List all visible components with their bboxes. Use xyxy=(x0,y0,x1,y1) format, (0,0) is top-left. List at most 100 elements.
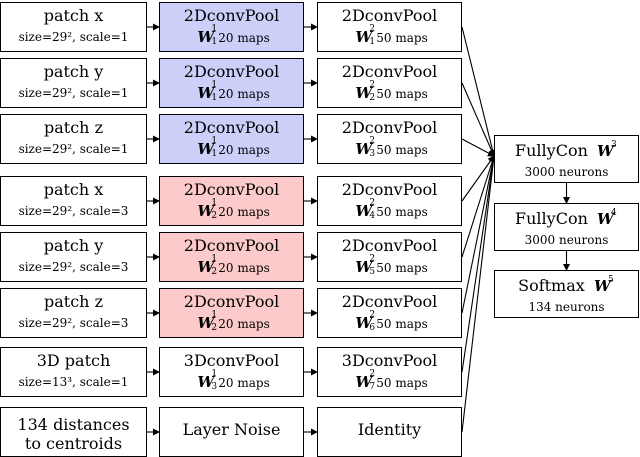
weight-superscript: 1 xyxy=(211,369,218,379)
input-detail: size=29², scale=3 xyxy=(18,260,129,274)
input-title: patch x xyxy=(43,180,104,199)
conv-layer-label: 2DconvPool xyxy=(183,62,280,81)
map-count: 20 maps xyxy=(218,317,270,331)
map-count: 20 maps xyxy=(218,205,270,219)
weight-subscript: 6 xyxy=(369,323,376,333)
conv-layer-label: 2DconvPool xyxy=(341,236,438,255)
weight-superscript: 5 xyxy=(607,275,614,285)
weight-subscript: 5 xyxy=(369,267,376,277)
weight-subscript: 3 xyxy=(211,382,218,392)
map-count: 50 maps xyxy=(376,261,428,275)
map-count: 20 maps xyxy=(218,261,270,275)
input-box: patch y size=29², scale=1 xyxy=(0,58,147,108)
input-detail: size=29², scale=1 xyxy=(18,86,129,100)
head-detail: 3000 neurons xyxy=(524,165,609,179)
identity-box: Identity xyxy=(317,407,462,457)
layer-noise-box: Layer Noise xyxy=(159,407,304,457)
arrow-identity-to-fullycon xyxy=(461,155,497,433)
map-count: 50 maps xyxy=(376,87,428,101)
input-title: patch x xyxy=(43,6,104,25)
arrow-conv2-to-fullycon xyxy=(461,138,495,157)
distances-line-2: to centroids xyxy=(24,434,123,453)
weight-subscript: 1 xyxy=(211,149,218,159)
weight-superscript: 1 xyxy=(211,254,218,264)
input-detail: size=13³, scale=1 xyxy=(18,375,129,389)
weight-superscript: 2 xyxy=(369,369,376,379)
input-detail: size=29², scale=1 xyxy=(18,30,129,44)
head-label: FullyCon xyxy=(515,141,588,160)
weight-subscript: 2 xyxy=(369,93,376,103)
arrow-conv2-to-fullycon xyxy=(461,26,496,157)
conv-layer-label: 2DconvPool xyxy=(183,118,280,137)
conv-layer-label: 3DconvPool xyxy=(341,351,438,370)
weight-superscript: 1 xyxy=(211,24,218,34)
weight-superscript: 1 xyxy=(211,80,218,90)
conv-layer-label: 2DconvPool xyxy=(341,6,438,25)
conv-layer-label: 2DconvPool xyxy=(183,180,280,199)
head-label: FullyCon xyxy=(515,209,588,228)
input-title: patch y xyxy=(43,236,104,255)
head-label: Softmax xyxy=(518,276,585,295)
map-count: 20 maps xyxy=(218,376,270,390)
weight-subscript: 1 xyxy=(211,37,218,47)
arrow-conv2-to-fullycon xyxy=(461,155,497,373)
input-title: patch z xyxy=(44,118,103,137)
conv-layer-label: 2DconvPool xyxy=(183,6,280,25)
head-detail: 134 neurons xyxy=(528,300,605,314)
weight-superscript: 4 xyxy=(611,208,617,218)
map-count: 50 maps xyxy=(376,31,428,45)
arrow-conv2-to-fullycon xyxy=(461,155,497,314)
conv-layer-label: 2DconvPool xyxy=(341,180,438,199)
map-count: 50 maps xyxy=(376,143,428,157)
arrow-conv2-to-fullycon xyxy=(461,155,495,202)
input-title: patch z xyxy=(44,292,103,311)
input-title: patch y xyxy=(43,62,104,81)
weight-subscript: 2 xyxy=(211,211,218,221)
